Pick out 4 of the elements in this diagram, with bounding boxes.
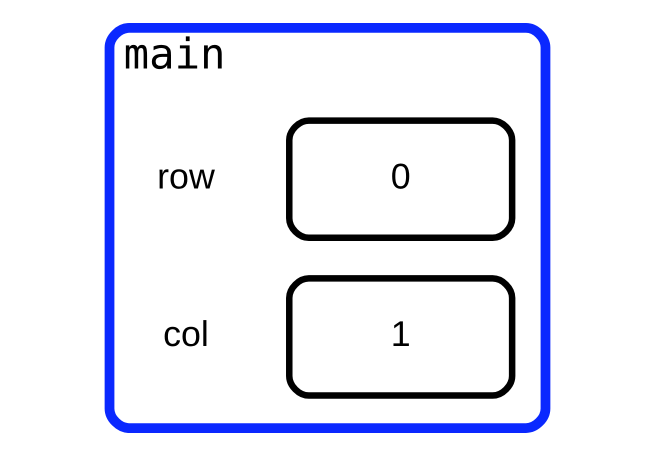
node-box: 0 [286, 117, 515, 242]
node-label: col [162, 314, 208, 354]
node-label: row [156, 156, 214, 196]
node-box: 1 [286, 275, 515, 399]
